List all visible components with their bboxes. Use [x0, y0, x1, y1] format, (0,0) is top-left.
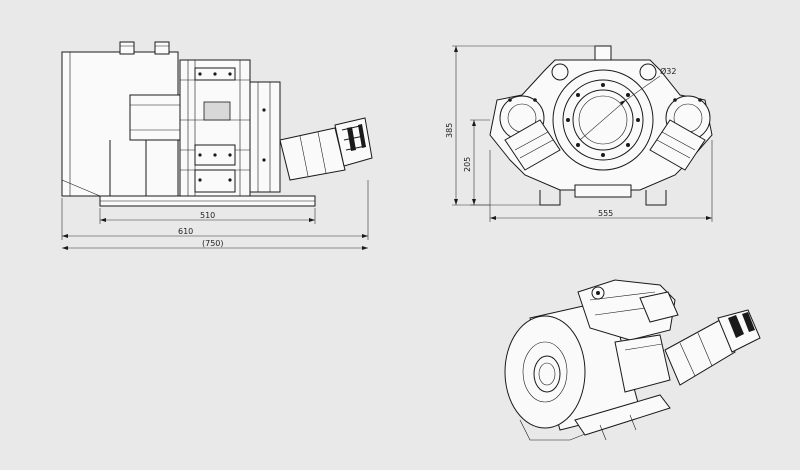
front-top-connector: [594, 45, 612, 61]
front-outer-ring: [552, 69, 654, 171]
side-top-connector-left: [119, 41, 135, 55]
dim-label-610: 610: [178, 227, 193, 236]
iso-gearbox: [614, 334, 671, 393]
iso-angled-actuator: [664, 309, 761, 386]
iso-clamp-assembly: [577, 279, 679, 341]
front-right-clamp: [649, 95, 711, 171]
side-dimension-lines: [61, 180, 369, 250]
dim-label-total: (750): [202, 239, 224, 248]
dim-label-385: 385: [445, 123, 454, 138]
side-motor-block: [129, 94, 181, 141]
isometric-view: [504, 279, 761, 441]
front-bolt-circle: [566, 83, 640, 157]
side-angled-actuator: [279, 117, 373, 181]
side-view: 510 610 (750): [61, 41, 373, 250]
dim-label-205: 205: [463, 157, 472, 172]
iso-base-plate: [574, 394, 671, 436]
dim-label-bore-diameter: Ø32: [660, 66, 676, 76]
front-view: 385 205 555 Ø32: [445, 45, 713, 222]
front-bore: [572, 89, 634, 151]
dim-label-510: 510: [200, 211, 215, 220]
dim-label-555: 555: [598, 209, 613, 218]
iso-bore: [533, 355, 561, 393]
side-front-flange: [249, 81, 281, 193]
front-dimension-lines: [452, 45, 713, 222]
side-top-connector-right: [154, 41, 170, 55]
front-left-clamp: [499, 95, 561, 171]
